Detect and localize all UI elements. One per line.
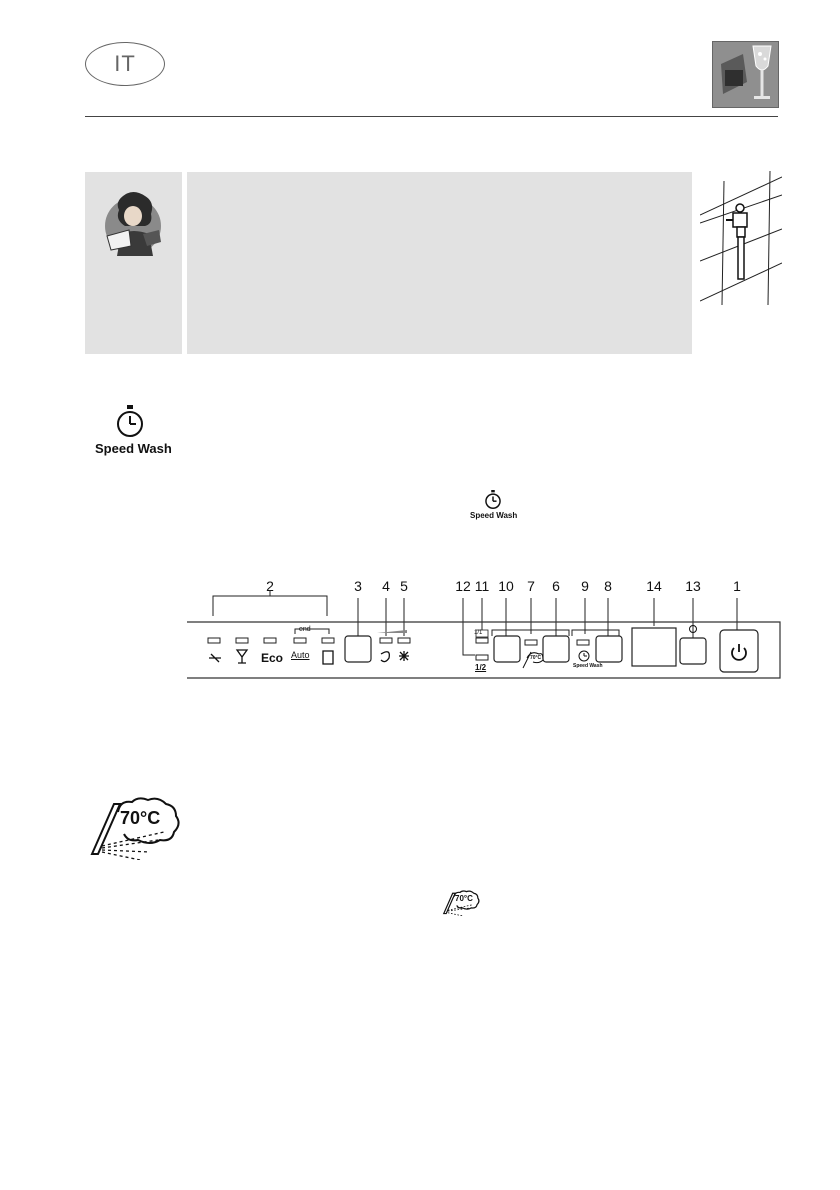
full-load-label: 1/1: [474, 630, 483, 636]
language-badge: IT: [85, 42, 165, 86]
steam-70c-inline-icon: 70°C: [438, 890, 482, 916]
callout-7: 7: [527, 578, 535, 594]
callout-13: 13: [685, 578, 701, 594]
callout-14: 14: [646, 578, 662, 594]
callout-12: 12: [455, 578, 471, 594]
language-code: IT: [114, 51, 136, 76]
stopwatch-icon: [117, 405, 143, 437]
callout-6: 6: [552, 578, 560, 594]
dishwasher-logo-icon: [712, 41, 779, 108]
speed-wash-inline-label: Speed Wash: [470, 511, 518, 520]
callout-1: 1: [733, 578, 741, 594]
callout-11: 11: [474, 578, 490, 594]
note-box: [187, 172, 692, 354]
end-label: end: [299, 626, 311, 633]
callout-10: 10: [498, 578, 514, 594]
water-tap-illustration: [700, 170, 782, 305]
control-panel-diagram: 2 3 4 5 12 11 10 7 6 9 8 14 13 1: [187, 578, 787, 688]
steam-70c-icon: 70°C: [80, 796, 184, 860]
speed-wash-panel-label: Speed Wash: [573, 663, 603, 669]
steam-small-icon: [442, 890, 480, 916]
steam-70c-inline-label: 70°C: [455, 894, 473, 903]
callout-8: 8: [604, 578, 612, 594]
control-panel-lines: [187, 590, 781, 679]
speed-wash-inline-icon: Speed Wash: [470, 490, 524, 524]
eco-label: Eco: [261, 651, 284, 665]
technician-icon: [105, 192, 161, 256]
callout-9: 9: [581, 578, 589, 594]
auto-label: Auto: [291, 650, 310, 660]
header-rule: [85, 116, 778, 117]
note-icon-panel: [85, 172, 182, 354]
callout-4: 4: [382, 578, 390, 594]
steam-panel-label: 70°C: [530, 655, 542, 661]
half-load-label: 1/2: [475, 663, 487, 672]
steam-70c-label: 70°C: [120, 808, 161, 828]
stopwatch-small-icon: [485, 490, 501, 509]
steam-icon: [90, 797, 180, 860]
callout-3: 3: [354, 578, 362, 594]
speed-wash-label: Speed Wash: [95, 441, 172, 456]
callout-2: 2: [266, 578, 274, 594]
callout-5: 5: [400, 578, 408, 594]
speed-wash-icon: Speed Wash: [95, 405, 177, 456]
